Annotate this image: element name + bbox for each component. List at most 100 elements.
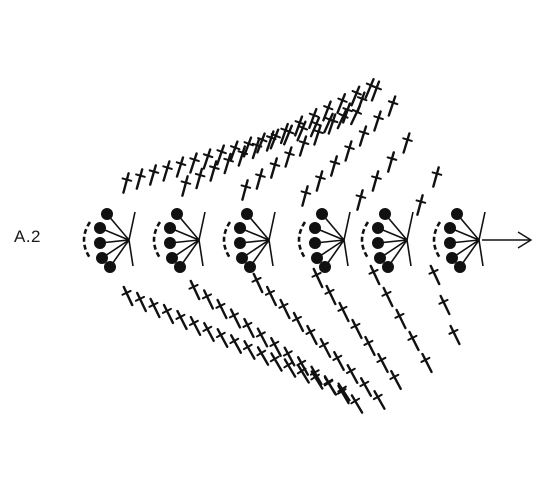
dc-symbol xyxy=(381,286,394,308)
dc-symbol xyxy=(313,124,324,146)
dc-symbol xyxy=(342,102,353,124)
dc-symbol xyxy=(215,328,229,348)
stitch-line xyxy=(478,239,484,267)
dc-symbol xyxy=(387,95,399,117)
dc-symbol xyxy=(188,279,201,301)
dc-symbol xyxy=(121,285,134,307)
dc-symbol xyxy=(311,267,324,289)
dc-symbol xyxy=(269,352,283,372)
stitch-line xyxy=(406,239,412,267)
dc-symbol xyxy=(202,148,214,170)
dc-symbol xyxy=(402,132,413,154)
dc-symbol xyxy=(371,170,382,192)
dc-symbol xyxy=(175,309,188,331)
dc-symbol xyxy=(240,179,252,201)
stitch-line xyxy=(198,239,204,267)
dc-symbol xyxy=(294,115,306,137)
dc-symbol xyxy=(336,384,350,405)
stitch-line xyxy=(128,239,134,267)
bobble-symbol xyxy=(104,261,116,273)
dc-symbol xyxy=(282,346,296,367)
dc-symbol xyxy=(448,324,461,346)
chain-symbol xyxy=(297,221,307,259)
stitch-line xyxy=(343,211,351,241)
bobble-symbol xyxy=(166,252,178,264)
dc-symbol xyxy=(356,91,368,113)
dc-symbol xyxy=(309,365,323,386)
dc-symbol xyxy=(329,155,341,177)
dc-symbol xyxy=(134,291,148,313)
bobble-symbol xyxy=(316,208,328,220)
dc-symbol xyxy=(332,350,345,372)
dc-symbol xyxy=(180,175,192,197)
dc-symbol xyxy=(209,160,220,182)
stitch-line xyxy=(343,239,349,267)
stitch-line xyxy=(478,211,486,241)
bobble-symbol xyxy=(454,261,466,273)
dc-symbol xyxy=(376,352,389,374)
dc-symbol xyxy=(315,170,326,192)
arrow-icon xyxy=(517,231,533,249)
bobble-symbol xyxy=(372,222,384,234)
bobble-symbol xyxy=(444,237,456,249)
dc-symbol xyxy=(373,110,384,132)
dc-symbol xyxy=(135,168,146,190)
chart-label: A.2 xyxy=(14,227,42,246)
dc-symbol xyxy=(431,166,443,188)
dc-symbol xyxy=(229,334,243,354)
dc-symbol xyxy=(228,308,242,329)
dc-symbol xyxy=(216,144,227,166)
dc-symbol xyxy=(201,289,215,310)
stitch-line xyxy=(268,211,276,241)
dc-symbol xyxy=(309,116,322,138)
dc-symbol xyxy=(202,321,215,343)
chain-symbol xyxy=(222,221,232,259)
bobble-symbol xyxy=(94,222,106,234)
bobble-symbol xyxy=(101,208,113,220)
dc-symbol xyxy=(242,340,256,360)
dc-symbol xyxy=(251,272,264,294)
dc-symbol xyxy=(324,284,337,306)
dc-symbol xyxy=(327,113,339,135)
dc-symbol xyxy=(345,364,359,384)
dc-symbol xyxy=(350,394,364,414)
dc-symbol xyxy=(162,160,173,182)
bobble-symbol xyxy=(309,237,321,249)
dc-symbol xyxy=(318,337,332,359)
chain-symbol xyxy=(152,221,162,259)
dc-symbol xyxy=(189,152,200,174)
dc-symbol xyxy=(407,330,420,352)
chain-symbol xyxy=(360,221,370,259)
dc-symbol xyxy=(269,336,282,358)
bobble-symbol xyxy=(241,208,253,220)
bobble-symbol xyxy=(94,237,106,249)
dc-symbol xyxy=(372,390,386,410)
dc-symbol xyxy=(337,382,351,402)
bobble-symbol xyxy=(311,252,323,264)
bobble-symbol xyxy=(444,222,456,234)
dc-symbol xyxy=(359,377,373,397)
dc-symbol xyxy=(355,189,367,211)
dc-symbol xyxy=(300,185,312,207)
dc-symbol xyxy=(264,285,278,307)
dc-symbol xyxy=(265,130,277,152)
dc-symbol xyxy=(368,264,381,286)
stitch-line xyxy=(406,211,414,241)
bobble-symbol xyxy=(309,222,321,234)
dc-symbol xyxy=(438,294,451,316)
dc-symbol xyxy=(278,298,291,320)
dc-symbol xyxy=(394,308,407,330)
bobble-symbol xyxy=(164,222,176,234)
dc-symbol xyxy=(336,93,348,114)
bobble-symbol xyxy=(244,261,256,273)
dc-symbol xyxy=(296,356,310,376)
dc-symbol xyxy=(291,311,305,333)
stitch-line xyxy=(128,211,136,241)
bobble-symbol xyxy=(236,252,248,264)
dc-symbol xyxy=(188,315,202,337)
dc-symbol xyxy=(305,324,318,346)
dc-symbol xyxy=(337,301,350,323)
dc-symbol xyxy=(229,140,241,162)
dc-symbol xyxy=(389,369,402,391)
